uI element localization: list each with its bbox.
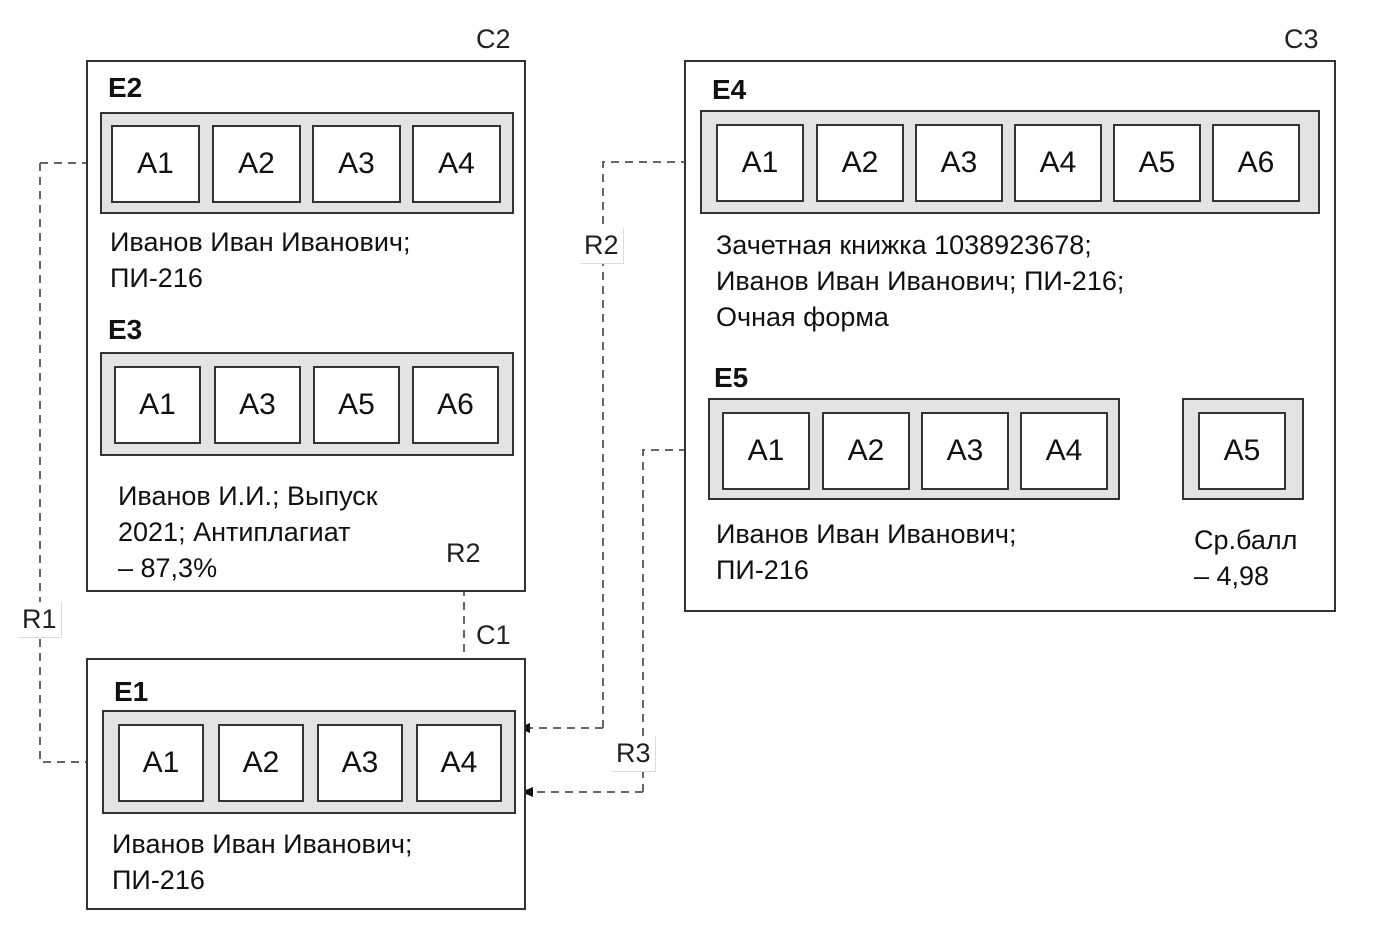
attribute-cell: A2 [218, 724, 304, 802]
entity-e1-strip: A1 A2 A3 A4 [102, 710, 516, 814]
attribute-cell: A5 [1198, 412, 1286, 490]
attribute-cell: A1 [111, 125, 200, 203]
attribute-cell: A3 [317, 724, 403, 802]
r3-e5-line [642, 445, 718, 792]
attribute-cell: A5 [313, 366, 400, 444]
attribute-cell: A1 [118, 724, 204, 802]
attribute-cell: A3 [214, 366, 301, 444]
relation-r2-mid-label: R2 [444, 538, 483, 569]
entity-e1-description: Иванов Иван Иванович; ПИ-216 [112, 829, 413, 895]
attribute-cell: A2 [816, 124, 904, 202]
attribute-cell: A3 [312, 125, 401, 203]
entity-e5-extra-strip: A5 [1182, 398, 1304, 500]
entity-e3-label: E3 [108, 314, 143, 345]
relation-r3-label: R3 [612, 736, 656, 772]
attribute-cell: A4 [1014, 124, 1102, 202]
entity-e4-description: Зачетная книжка 1038923678; Иванов Иван … [716, 230, 1125, 332]
entity-e4-label: E4 [712, 74, 747, 105]
attribute-cell: A1 [114, 366, 201, 444]
entity-e5-label: E5 [714, 362, 749, 393]
attribute-cell: A2 [822, 412, 910, 490]
entity-e3-strip: A1 A3 A5 A6 [100, 352, 514, 456]
container-c1-label: C1 [476, 620, 511, 650]
attribute-cell: A6 [1212, 124, 1300, 202]
relation-r2-label: R2 [580, 228, 624, 264]
entity-e5-extra-description: Ср.балл – 4,98 [1194, 525, 1298, 591]
entity-e2-label: E2 [108, 72, 143, 103]
entity-e5-description: Иванов Иван Иванович; ПИ-216 [716, 519, 1017, 585]
attribute-cell: A4 [1020, 412, 1108, 490]
entity-e2-strip: A1 A2 A3 A4 [100, 112, 514, 214]
entity-e3-description: Иванов И.И.; Выпуск 2021; Антиплагиат – … [118, 481, 378, 583]
container-c3-label: C3 [1284, 24, 1319, 54]
attribute-cell: A1 [716, 124, 804, 202]
entity-e2-description: Иванов Иван Иванович; ПИ-216 [110, 227, 411, 293]
r1-line [39, 163, 101, 767]
container-c2-label: C2 [476, 24, 511, 54]
attribute-cell: A2 [212, 125, 301, 203]
attribute-cell: A4 [416, 724, 502, 802]
attribute-cell: A3 [921, 412, 1009, 490]
attribute-cell: A3 [915, 124, 1003, 202]
attribute-cell: A6 [412, 366, 499, 444]
attribute-cell: A1 [722, 412, 810, 490]
attribute-cell: A4 [412, 125, 501, 203]
entity-e1-label: E1 [114, 676, 149, 707]
attribute-cell: A5 [1113, 124, 1201, 202]
entity-e4-strip: A1 A2 A3 A4 A5 A6 [700, 110, 1320, 214]
r2-e4-line [602, 157, 699, 728]
entity-e5-strip: A1 A2 A3 A4 [708, 398, 1120, 500]
relation-r1-label: R1 [18, 602, 62, 638]
